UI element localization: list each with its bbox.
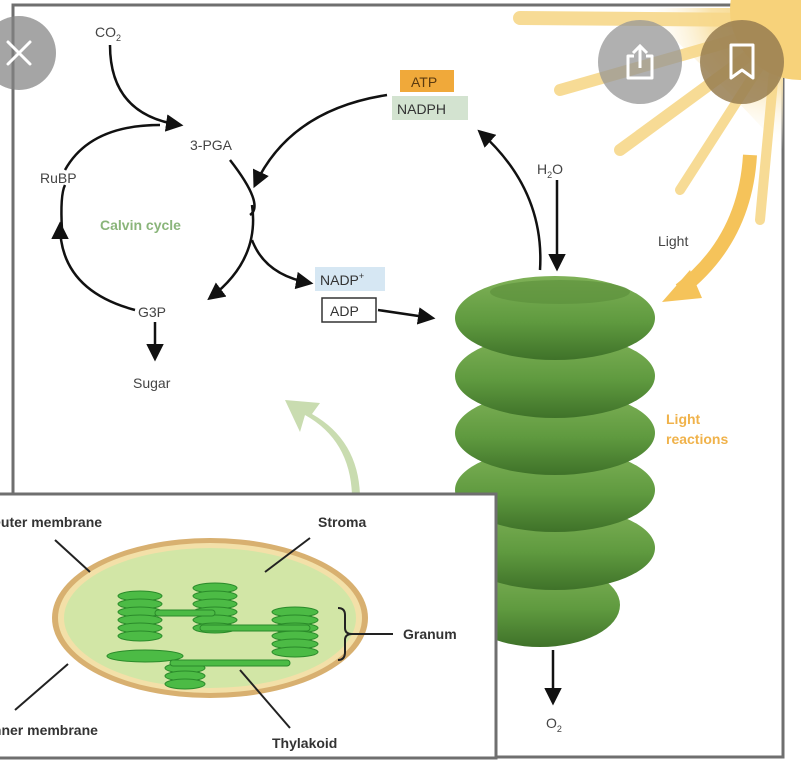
granum-stack bbox=[455, 276, 655, 647]
calvin-cycle-arrows bbox=[51, 44, 566, 706]
o2-label: O2 bbox=[546, 715, 562, 734]
light-reactions-label: Light reactions bbox=[666, 411, 728, 447]
close-icon bbox=[6, 40, 32, 66]
granum-label: Granum bbox=[403, 626, 457, 642]
svg-text:NADPH: NADPH bbox=[397, 101, 446, 117]
bookmark-icon bbox=[729, 43, 755, 80]
light-label: Light bbox=[658, 233, 688, 249]
share-icon bbox=[626, 43, 654, 80]
svg-text:NADP+: NADP+ bbox=[320, 271, 364, 288]
g3p-label: G3P bbox=[138, 304, 166, 320]
light-arrow bbox=[675, 154, 757, 296]
chloroplast-inset: Outer membrane Stroma Granum Inner membr… bbox=[0, 492, 498, 760]
inner-membrane-label: Inner membrane bbox=[0, 722, 98, 738]
atp-box bbox=[400, 70, 454, 92]
thylakoid-label: Thylakoid bbox=[272, 735, 337, 751]
svg-text:ADP: ADP bbox=[330, 303, 359, 319]
3pga-label: 3-PGA bbox=[190, 137, 233, 153]
stroma-label: Stroma bbox=[318, 514, 366, 530]
sugar-label: Sugar bbox=[133, 375, 171, 391]
inset-pointer-arrow bbox=[285, 400, 360, 495]
svg-text:ATP: ATP bbox=[411, 74, 437, 90]
nadph-box bbox=[392, 96, 468, 120]
h2o-label: H2O bbox=[537, 161, 563, 180]
thylakoid-stacks bbox=[106, 582, 319, 690]
rubp-label: RuBP bbox=[40, 170, 77, 186]
bookmark-button[interactable] bbox=[700, 20, 784, 104]
share-button[interactable] bbox=[598, 20, 682, 104]
co2-label: CO2 bbox=[95, 24, 121, 43]
adp-box bbox=[321, 297, 377, 323]
outer-membrane-label: Outer membrane bbox=[0, 514, 102, 530]
nadp-box bbox=[315, 267, 385, 291]
calvin-cycle-title: Calvin cycle bbox=[100, 217, 181, 233]
